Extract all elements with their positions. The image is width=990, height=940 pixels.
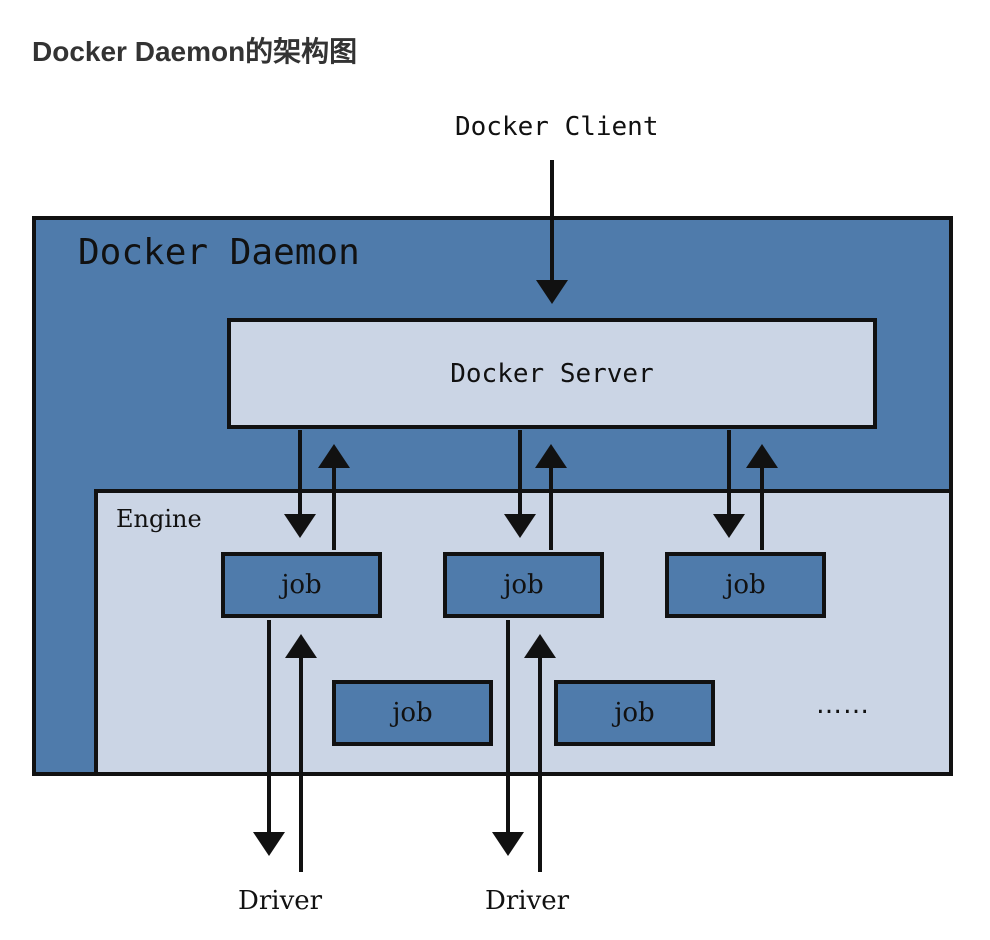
engine-label: Engine: [116, 505, 202, 533]
job-label: job: [503, 570, 544, 600]
job-label: job: [725, 570, 766, 600]
job-box: job: [665, 552, 826, 618]
page-title: Docker Daemon的架构图: [32, 36, 358, 67]
job-box: job: [554, 680, 715, 746]
driver-label: Driver: [238, 886, 323, 916]
engine-box: [94, 489, 953, 776]
job-box: job: [443, 552, 604, 618]
docker-daemon-label: Docker Daemon: [78, 232, 360, 273]
more-jobs-ellipsis: ……: [816, 690, 870, 720]
docker-server-box: Docker Server: [227, 318, 877, 429]
driver-label: Driver: [485, 886, 570, 916]
docker-server-label: Docker Server: [450, 358, 654, 389]
docker-client-label: Docker Client: [455, 112, 659, 142]
job-label: job: [614, 698, 655, 728]
job-box: job: [221, 552, 382, 618]
job-box: job: [332, 680, 493, 746]
job-label: job: [281, 570, 322, 600]
job-label: job: [392, 698, 433, 728]
